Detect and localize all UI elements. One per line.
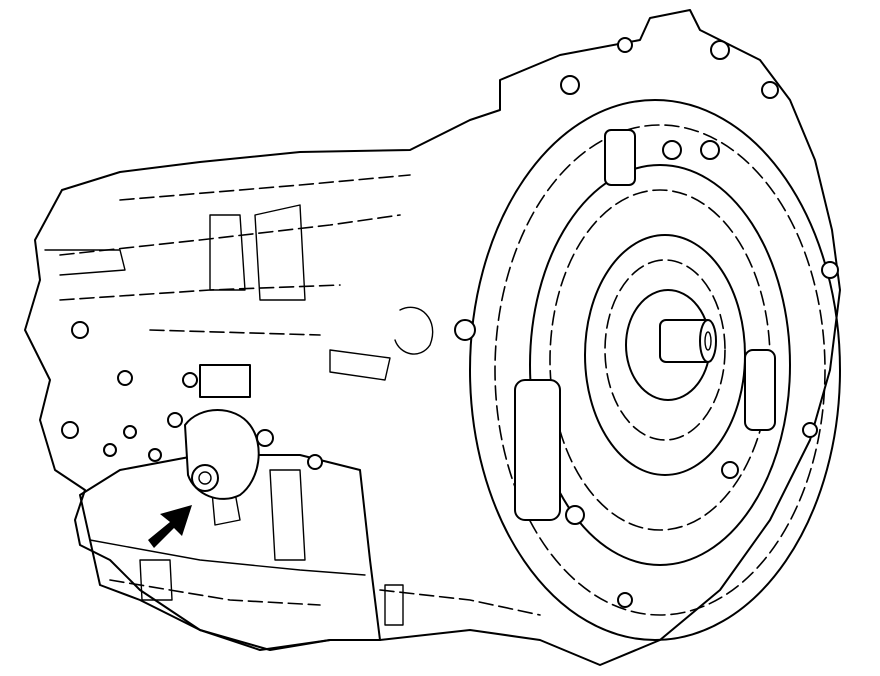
bell-housing bbox=[379, 37, 841, 641]
component-bolt bbox=[191, 464, 219, 492]
callout-arrow bbox=[148, 505, 192, 548]
transmission-case bbox=[24, 9, 841, 666]
valve-body bbox=[61, 321, 381, 651]
